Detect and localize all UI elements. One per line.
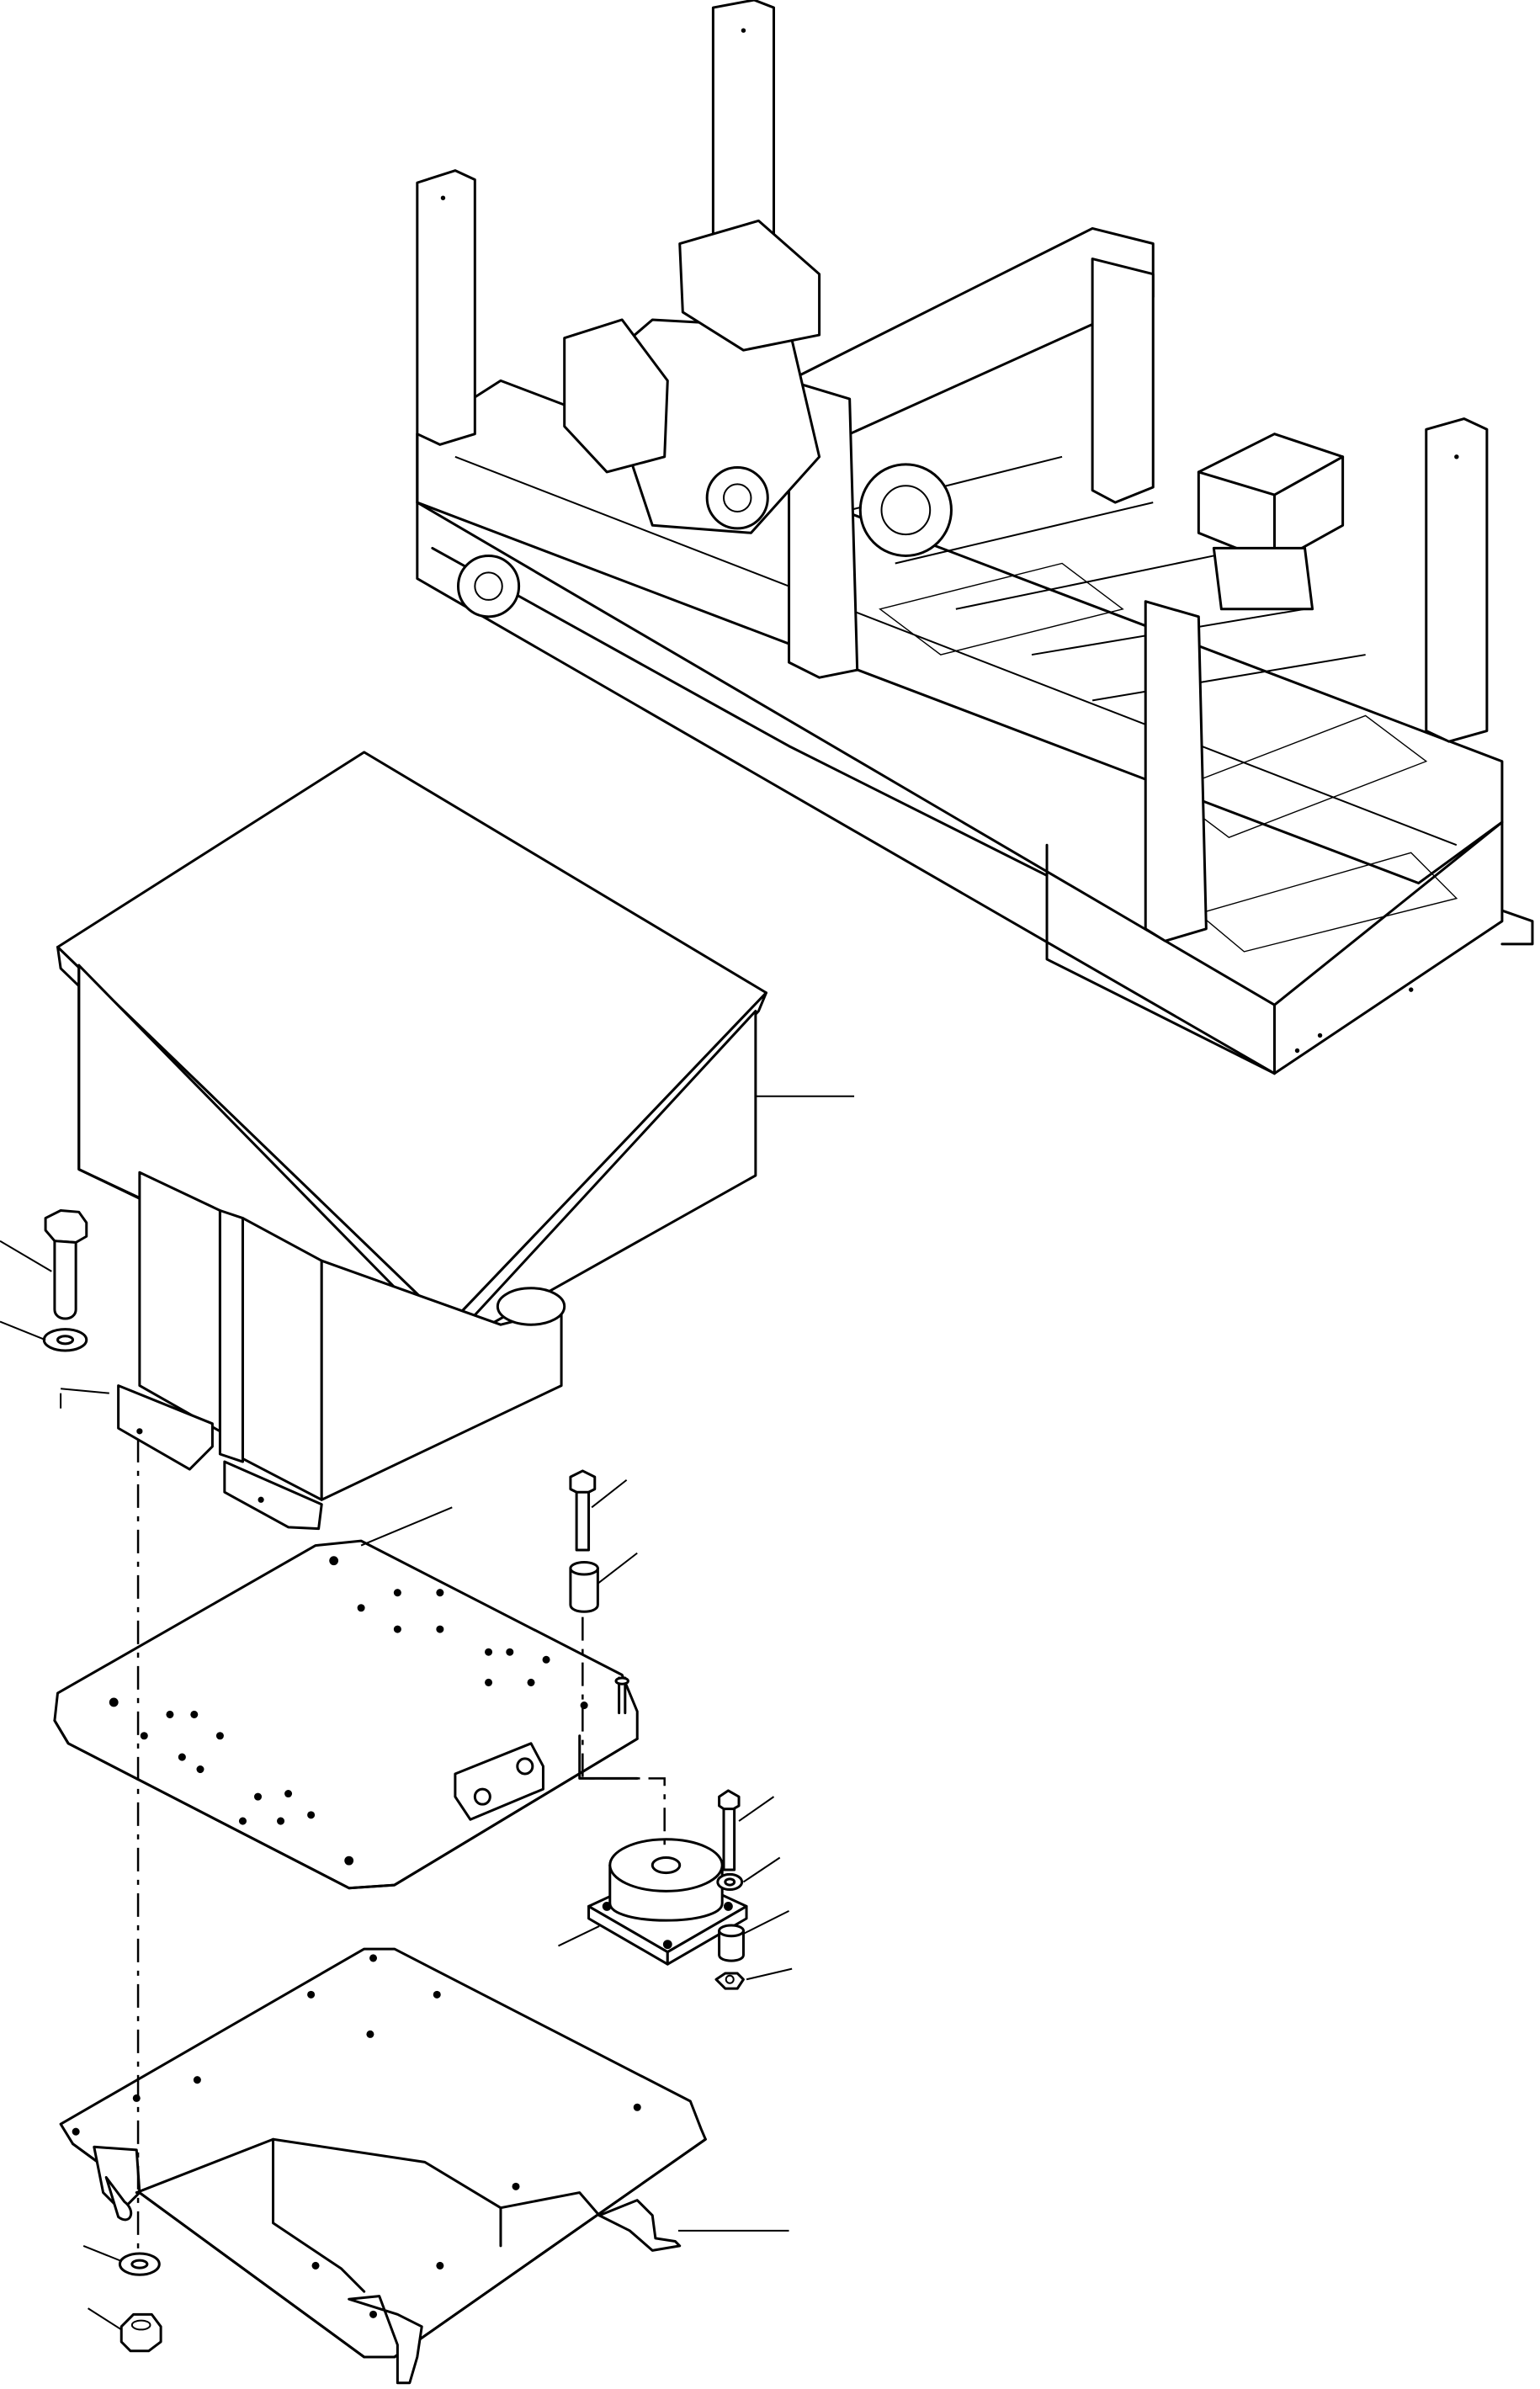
hex-bolt-small xyxy=(571,1471,595,1550)
flat-washer-bottom xyxy=(119,2254,159,2275)
hex-bolt-isolator xyxy=(720,1791,739,1870)
control-box xyxy=(58,752,767,1529)
callout-leaders xyxy=(0,1096,854,2330)
machine-frame-assembly xyxy=(417,0,1532,1074)
hex-bolt-large xyxy=(45,1210,87,1318)
flat-washer-large xyxy=(44,1330,86,1351)
flat-washer-small xyxy=(718,1874,742,1889)
mounting-plate xyxy=(55,1541,637,1888)
base-bracket xyxy=(61,1949,705,2383)
spacer-sleeve-small xyxy=(720,1925,744,1961)
spacer-sleeve xyxy=(571,1562,597,1611)
vibration-isolator xyxy=(589,1840,747,1964)
assembly-centerlines xyxy=(138,1439,665,2250)
hex-nut-small xyxy=(716,1973,743,1988)
hex-nut-bottom xyxy=(121,2314,161,2350)
